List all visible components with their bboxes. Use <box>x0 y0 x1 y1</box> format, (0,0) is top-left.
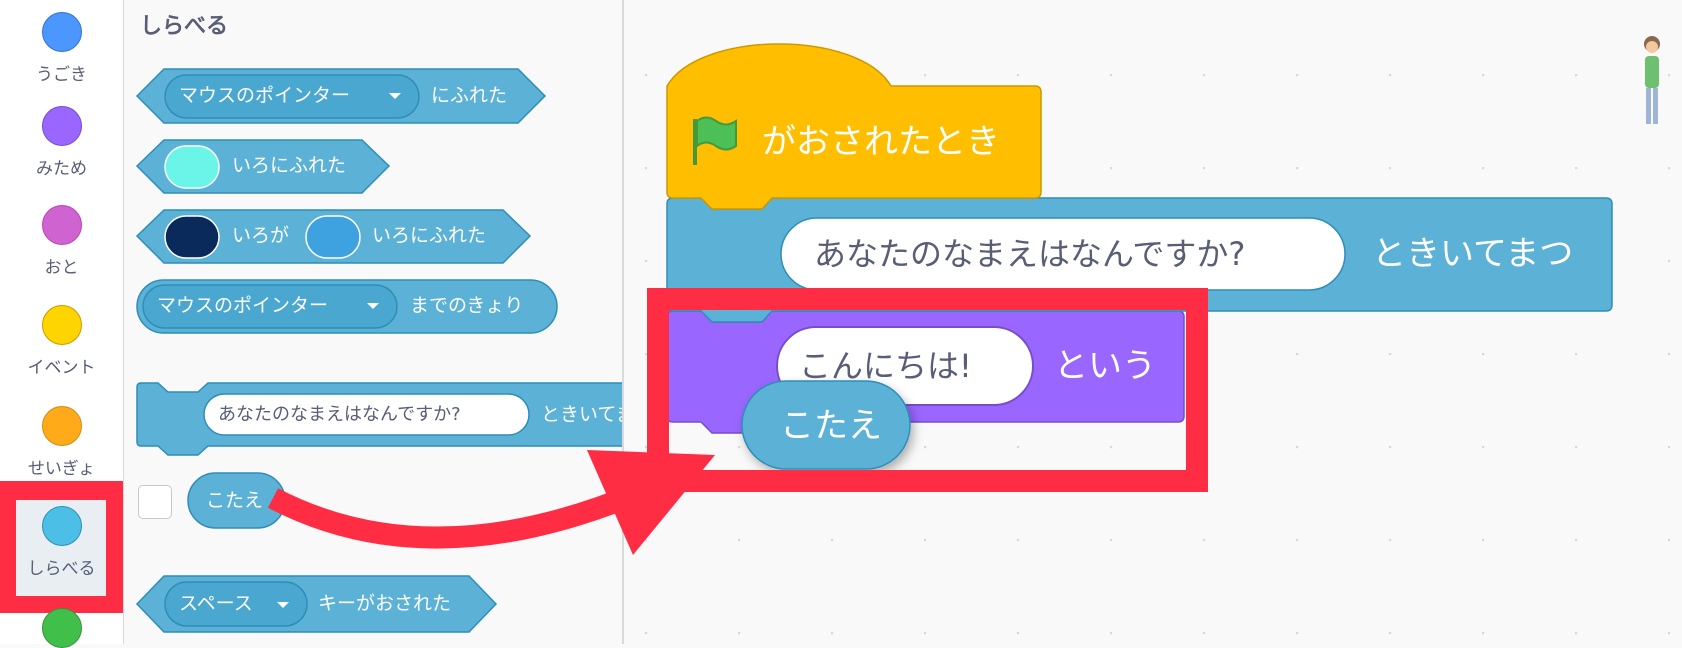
category-label: おと <box>44 258 79 278</box>
ask-input-text[interactable]: あなたのなまえはなんですか? <box>814 235 1246 273</box>
category-sidebar: うごき みため おと イベント せいぎょ しらべる <box>0 0 124 648</box>
color-swatch <box>164 145 220 189</box>
control-color-icon <box>41 406 82 446</box>
key-pressed-text: キーがおされた <box>318 592 452 615</box>
sprite-thumbnail <box>1644 36 1660 124</box>
chevron-down-icon <box>277 602 289 608</box>
chevron-down-icon <box>367 303 379 309</box>
category-label: うごき <box>36 65 87 85</box>
category-label: イベント <box>27 358 96 378</box>
touching-color-text: いろにふれた <box>232 154 347 177</box>
category-label: みため <box>36 159 87 179</box>
answer-reporter-label[interactable]: こたえ <box>206 489 264 512</box>
ask-text: ときいてまつ <box>1372 234 1574 274</box>
category-events[interactable]: イベント <box>0 305 123 378</box>
ask-input-text[interactable]: あなたのなまえはなんですか? <box>218 404 461 425</box>
category-label: せいぎょ <box>27 459 96 479</box>
category-sensing[interactable]: しらべる <box>0 506 123 579</box>
color-swatch-2 <box>305 215 361 259</box>
script-workspace[interactable]: がおされたとき あなたのなまえはなんですか? ときいてまつ こんにちは! という… <box>624 0 1682 644</box>
color-touching-text2: いろにふれた <box>372 224 487 247</box>
block-palette: しらべる マウスのポインター にふれた いろにふれた いろが いろにふれた マウ… <box>124 0 624 644</box>
answer-reporter-dragged <box>741 380 911 470</box>
hat-text: がおされたとき <box>762 122 1000 162</box>
touching-dropdown-label[interactable]: マウスのポインター <box>179 84 351 107</box>
ask-input <box>203 393 530 436</box>
events-color-icon <box>41 305 82 345</box>
looks-color-icon <box>41 106 82 146</box>
palette-shapes <box>135 68 622 633</box>
sound-color-icon <box>41 205 82 245</box>
distance-dropdown <box>142 284 398 329</box>
category-control[interactable]: せいぎょ <box>0 406 123 479</box>
touching-text: にふれた <box>431 84 508 107</box>
category-looks[interactable]: みため <box>0 106 123 179</box>
category-operators[interactable] <box>0 608 123 648</box>
key-dropdown-label[interactable]: スペース <box>179 592 253 615</box>
workspace-shapes <box>624 0 1682 644</box>
distance-dropdown-label[interactable]: マウスのポインター <box>157 294 329 317</box>
key-dropdown <box>164 581 308 627</box>
operators-color-icon <box>41 608 82 648</box>
distance-text: までのきょり <box>410 294 524 317</box>
ask-text: ときいてまつ <box>541 403 622 426</box>
highlight-box <box>647 288 1208 492</box>
green-flag-icon <box>693 116 737 165</box>
answer-checkbox[interactable] <box>138 485 172 519</box>
motion-color-icon <box>41 12 82 52</box>
color-swatch-1 <box>164 215 220 259</box>
touching-dropdown <box>164 74 420 119</box>
palette-title: しらべる <box>140 14 229 39</box>
category-motion[interactable]: うごき <box>0 12 123 85</box>
chevron-down-icon <box>389 93 401 99</box>
category-sound[interactable]: おと <box>0 205 123 278</box>
say-input-text[interactable]: こんにちは! <box>799 347 972 385</box>
sensing-color-icon <box>41 506 82 546</box>
color-touching-text1: いろが <box>232 224 290 247</box>
when-flag-clicked-block <box>666 43 1042 210</box>
say-text: という <box>1054 346 1156 386</box>
category-label: しらべる <box>27 559 96 579</box>
dragged-reporter-label[interactable]: こたえ <box>780 406 882 446</box>
